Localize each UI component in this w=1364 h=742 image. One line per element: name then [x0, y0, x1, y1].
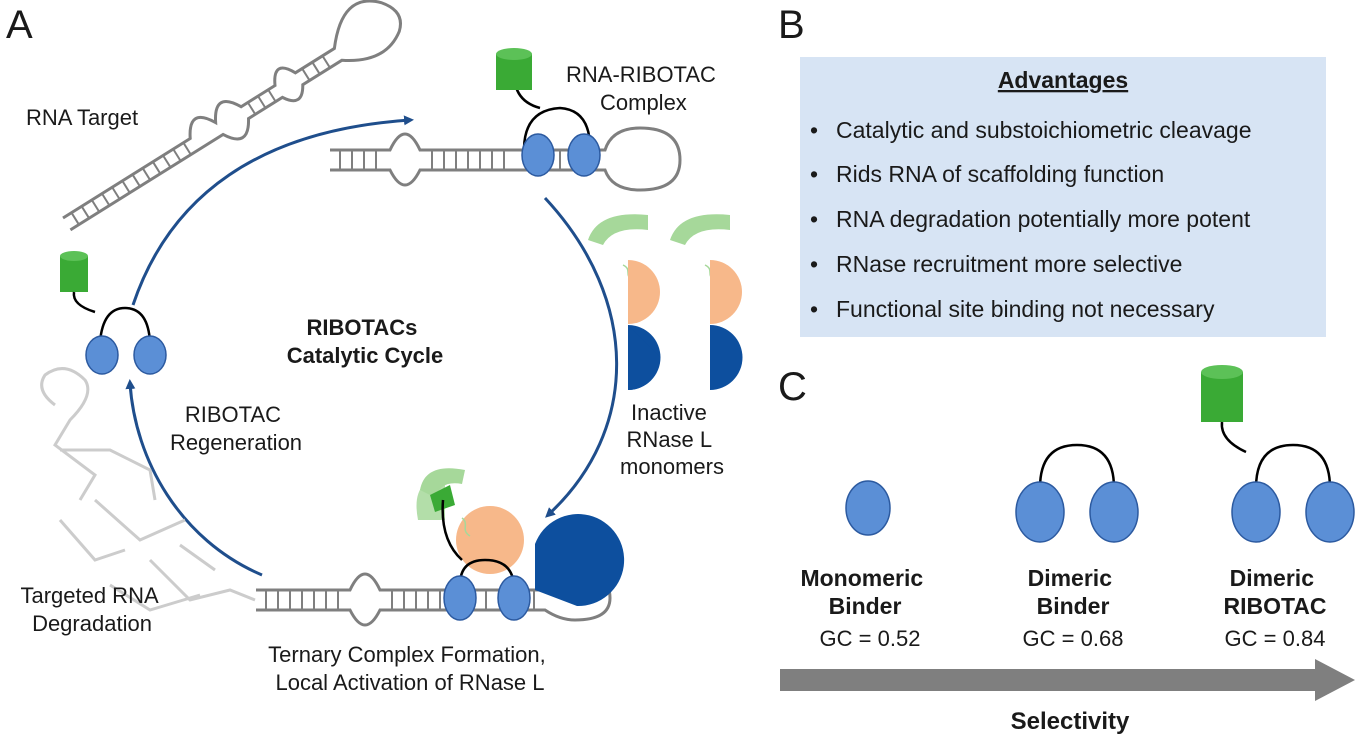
dimeric-binder-glyph — [1015, 443, 1139, 543]
ligand-green-left — [60, 251, 88, 292]
rna-ribotac-complex — [330, 48, 682, 192]
panel-label-b: B — [778, 3, 805, 47]
degradation-label: Targeted RNA Degradation — [20, 583, 163, 636]
ligand-green-c — [1201, 365, 1243, 422]
advantage-item: Functional site binding not necessary — [836, 296, 1215, 322]
advantage-item: RNase recruitment more selective — [836, 251, 1182, 277]
free-ribotac — [60, 251, 167, 375]
arrow-to-ternary — [543, 196, 619, 518]
advantage-item: Catalytic and substoichiometric cleavage — [836, 117, 1251, 143]
selectivity-arrow — [780, 659, 1355, 701]
rna-target-hairpin — [62, 0, 402, 232]
regeneration-label: RIBOTAC Regeneration — [170, 402, 302, 455]
advantage-bullet: • — [810, 161, 818, 187]
binder-gc: GC = 0.68 — [1023, 626, 1124, 651]
rna-target-label: RNA Target — [26, 105, 138, 130]
advantages-box: Advantages • Catalytic and substoichiome… — [800, 57, 1326, 337]
inactive-label: Inactive RNase L monomers — [620, 400, 724, 479]
binder-name: Dimeric Binder — [1028, 565, 1119, 619]
degraded-rna-fragments — [40, 367, 256, 612]
arrow-to-regeneration — [125, 379, 263, 577]
panel-label-c: C — [778, 365, 807, 409]
cycle-arrows — [125, 115, 619, 577]
binder-name: Monomeric Binder — [800, 565, 929, 619]
ligand-green-top — [496, 48, 532, 90]
advantages-list: • Catalytic and substoichiometric cleava… — [810, 117, 1251, 322]
ternary-label: Ternary Complex Formation, Local Activat… — [268, 642, 552, 695]
advantage-bullet: • — [810, 251, 818, 277]
panel-label-a: A — [6, 3, 33, 47]
cycle-title: RIBOTACs Catalytic Cycle — [287, 315, 444, 368]
advantage-bullet: • — [810, 206, 818, 232]
binder-name: Dimeric RIBOTAC — [1223, 565, 1326, 619]
advantage-item: Rids RNA of scaffolding function — [836, 161, 1164, 187]
inactive-rnase-l-monomers — [588, 214, 743, 390]
binder-gc: GC = 0.52 — [820, 626, 921, 651]
complex-label: RNA-RIBOTAC Complex — [566, 62, 722, 115]
advantages-heading: Advantages — [998, 67, 1128, 93]
selectivity-label: Selectivity — [1011, 708, 1130, 735]
ternary-complex — [256, 468, 625, 627]
binder-gc: GC = 0.84 — [1225, 626, 1326, 651]
advantage-item: RNA degradation potentially more potent — [836, 206, 1251, 232]
monomeric-binder-glyph — [845, 480, 891, 536]
advantage-bullet: • — [810, 117, 818, 143]
arrow-to-complex — [131, 115, 414, 306]
advantage-bullet: • — [810, 296, 818, 322]
dimeric-ribotac-glyph — [1201, 365, 1355, 543]
